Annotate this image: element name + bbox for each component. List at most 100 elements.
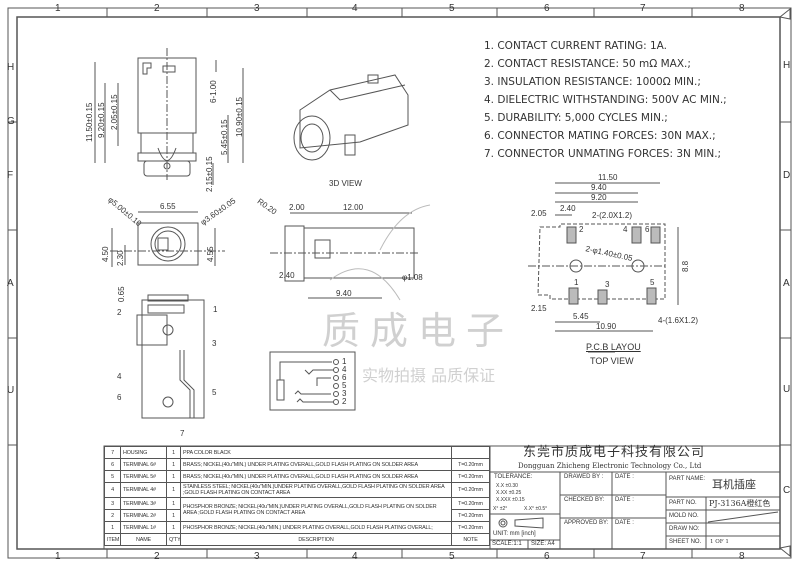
date-label: DATE : xyxy=(615,520,634,526)
grid-col-label: 8 xyxy=(739,3,745,14)
bom-desc: BRASS; NICKEL(40u"MIN.) UNDER PLATING OV… xyxy=(180,470,452,483)
sheet-no-value: 1 OF 1 xyxy=(710,539,729,545)
bom-qty: 1 xyxy=(166,509,181,522)
unit-label: UNIT: mm [inch] xyxy=(493,531,536,537)
bom-item: 1 xyxy=(104,521,121,534)
part-callout: 4 xyxy=(117,372,122,381)
bom-note: T=0.20mm xyxy=(451,521,490,534)
dim-label: 2.05 xyxy=(531,209,547,218)
pcb-pin-label: 3 xyxy=(605,280,610,289)
dim-label: 11.50 xyxy=(598,173,618,182)
dim-label: 10.90 xyxy=(596,322,617,331)
bom-note: T=0.20mm xyxy=(451,482,490,498)
grid-col-label: 5 xyxy=(449,551,455,562)
part-callout: 2 xyxy=(117,308,122,317)
part-no-value: PJ-3136A橙红色 xyxy=(709,499,771,508)
bom-desc: STAINLESS STEEL; NICKEL(40u"MIN.)UNDER P… xyxy=(180,482,452,498)
bom-name: HOUSING xyxy=(120,446,167,459)
bom-item: 5 xyxy=(104,470,121,483)
approved-by-label: APPROVED BY: xyxy=(564,520,609,526)
tolerance-value: X.X ±0.30 xyxy=(496,483,518,489)
dim-label: 2.40 xyxy=(560,204,576,213)
schematic-pin-label: 6 xyxy=(342,373,347,382)
dim-label: 11.50±0.15 xyxy=(85,102,94,142)
front-view xyxy=(94,48,244,185)
dim-label: 9.40 xyxy=(591,183,607,192)
grid-col-label: 8 xyxy=(739,551,745,562)
part-callout: 5 xyxy=(212,388,217,397)
bom-qty: 1 xyxy=(166,446,181,459)
part-callout: 1 xyxy=(213,305,218,314)
dim-label: 10.90±0.15 xyxy=(235,97,244,137)
grid-row-label: U xyxy=(7,385,15,396)
grid-col-label: 3 xyxy=(254,551,260,562)
watermark-subtitle: 实物拍摄 品质保证 xyxy=(362,366,496,385)
spec-note: 6. CONNECTOR MATING FORCES: 30N MAX.; xyxy=(484,130,716,142)
schematic-pin-label: 2 xyxy=(342,397,347,406)
scale-label: SCALE:1:1 xyxy=(492,541,522,547)
grid-col-label: 3 xyxy=(254,3,260,14)
grid-col-label: 7 xyxy=(640,3,646,14)
pcb-pin-label: 1 xyxy=(574,278,579,287)
pcb-pin-label: 6 xyxy=(645,225,650,234)
grid-col-label: 6 xyxy=(544,551,550,562)
bom-item: 4 xyxy=(104,482,121,498)
tolerance-value: X.XX ±0.25 xyxy=(496,490,522,496)
part-callout: 6 xyxy=(117,393,122,402)
pcb-layout xyxy=(528,182,679,353)
bom-name: TERMINAL 1# xyxy=(120,521,167,534)
spec-note: 1. CONTACT CURRENT RATING: 1A. xyxy=(484,40,667,52)
dim-label: 2-(2.0X1.2) xyxy=(592,211,633,220)
grid-col-label: 2 xyxy=(154,551,160,562)
pcb-pin-label: 4 xyxy=(623,225,628,234)
sheet-no-label: SHEET NO. xyxy=(669,539,702,545)
schematic-pin-label: 4 xyxy=(342,365,347,374)
bom-note xyxy=(451,446,490,459)
bom-item: 2 xyxy=(104,509,121,522)
bom-qty: 1 xyxy=(166,521,181,534)
part-no-label: PART NO. xyxy=(669,500,697,506)
bom-qty: 1 xyxy=(166,482,181,498)
part-name-label: PART NAME: xyxy=(669,476,706,482)
grid-row-label: F xyxy=(7,170,14,181)
bom-desc: PHOSPHOR BRONZE; NICKEL(40u"MIN.)UNDER P… xyxy=(180,497,452,522)
grid-row-label: A xyxy=(7,278,14,289)
schematic-pin-label: 5 xyxy=(342,381,347,390)
pcb-layout-title: P.C.B LAYOU xyxy=(586,342,641,352)
dim-label: 4.50 xyxy=(101,246,110,262)
grid-col-label: 7 xyxy=(640,551,646,562)
outer-frame xyxy=(7,7,792,559)
dim-label: 2.30 xyxy=(116,250,125,266)
bom-header: NAME xyxy=(120,533,167,546)
dim-label: 5.45 xyxy=(573,312,589,321)
bom-desc: BRASS; NICKEL(40u"MIN.) UNDER PLATING OV… xyxy=(180,458,452,471)
dim-label: 0.65 xyxy=(117,286,126,302)
bom-note: T=0.20mm xyxy=(451,470,490,483)
dim-label: 2.15 xyxy=(531,304,547,313)
grid-col-label: 4 xyxy=(352,551,358,562)
end-view xyxy=(110,211,225,314)
bom-note: T=0.20mm xyxy=(451,458,490,471)
part-name-value: 耳机插座 xyxy=(712,478,756,491)
grid-row-label: H xyxy=(783,60,791,71)
grid-col-label: 6 xyxy=(544,3,550,14)
grid-col-label: 4 xyxy=(352,3,358,14)
bom-desc: PPA COLOR BLACK xyxy=(180,446,452,459)
pcb-layout-subtitle: TOP VIEW xyxy=(590,356,634,366)
dim-label: 9.20 xyxy=(591,193,607,202)
bom-note: T=0.20mm xyxy=(451,497,490,510)
grid-row-label: D xyxy=(783,170,791,181)
bom-qty: 1 xyxy=(166,497,181,510)
dim-label: 2.15±0.15 xyxy=(205,156,214,192)
grid-row-label: H xyxy=(7,62,15,73)
dim-label: 6-1.00 xyxy=(209,80,218,103)
dim-label: φ1.08 xyxy=(402,273,423,282)
part-callout: 7 xyxy=(180,429,185,438)
dim-label: 2.00 xyxy=(289,203,305,212)
